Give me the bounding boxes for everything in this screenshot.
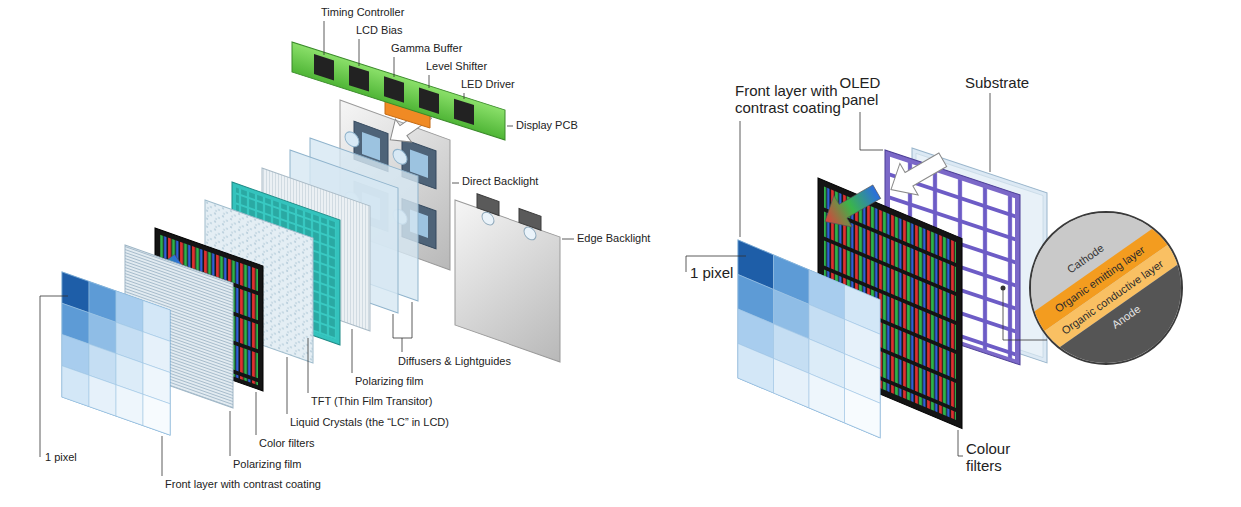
display-pcb [292, 42, 505, 140]
leader-lines [308, 338, 309, 393]
display-pcb [454, 99, 474, 125]
display-pcb [384, 76, 404, 102]
leader-lines [394, 57, 395, 77]
front-layer-panel [774, 358, 810, 407]
oled-light-arrow [882, 144, 952, 205]
leader-lines [740, 121, 741, 237]
leader-lines [990, 93, 991, 172]
display-pcb [292, 42, 505, 140]
front-layer-panel [62, 272, 170, 435]
part-label: 1 pixel [45, 451, 77, 464]
display-pcb [419, 88, 439, 114]
front-layer-panel [738, 240, 880, 438]
front-layer-panel [62, 272, 170, 435]
part-label: Display PCB [516, 119, 578, 132]
leader-lines [393, 302, 412, 352]
part-label: Front layer with contrast coating [165, 478, 321, 491]
leader-lines [359, 39, 360, 66]
leader-lines [40, 296, 68, 457]
layer-stack: CathodeOrganic emitting layerOrganic con… [1029, 211, 1183, 365]
edge-backlight [455, 186, 560, 362]
leader-lines [452, 183, 459, 184]
leader-lines [860, 112, 883, 150]
part-label: Front layer with contrast coating [735, 82, 870, 117]
front-layer-panel [738, 240, 880, 438]
front-layer-panel [62, 366, 89, 407]
leader-lines [287, 357, 288, 414]
layer-callout-circle: CathodeOrganic emitting layerOrganic con… [1029, 211, 1183, 365]
part-label: Diffusers & Lightguides [398, 355, 511, 368]
leader-lines [324, 21, 325, 55]
leader-lines [162, 436, 163, 476]
part-label: 1 pixel [690, 264, 733, 281]
part-label: Direct Backlight [462, 175, 538, 188]
leader-dot [1001, 286, 1006, 291]
leader-lines [507, 126, 513, 127]
front-layer-panel [845, 388, 881, 437]
leader-lines [958, 430, 963, 456]
display-pcb [314, 54, 334, 80]
part-label: Color filters [259, 437, 315, 450]
display-pcb [292, 42, 505, 140]
leader-lines [464, 93, 465, 99]
front-layer-panel [62, 272, 170, 435]
part-label: Gamma Buffer [391, 42, 462, 55]
leader-lines [230, 411, 231, 456]
front-layer-panel [89, 375, 116, 416]
part-label: TFT (Thin Film Transitor) [311, 395, 432, 408]
edge-backlight [482, 211, 494, 227]
part-label: Substrate [965, 74, 1029, 91]
leader-lines [429, 75, 430, 88]
part-label: Liquid Crystals (the “LC” in LCD) [290, 416, 449, 429]
part-label: Edge Backlight [577, 232, 650, 245]
part-label: Timing Controller [321, 6, 404, 19]
leader-lines [562, 239, 574, 240]
oled-light-arrow [882, 144, 952, 205]
leader-lines [256, 392, 257, 435]
front-layer-panel [809, 373, 845, 422]
part-label: Level Shifter [426, 60, 487, 73]
edge-backlight [455, 200, 560, 362]
rgb-light-arrow [816, 176, 886, 237]
direct-backlight [393, 147, 407, 166]
display-pcb [349, 65, 369, 91]
front-layer-panel [738, 240, 880, 438]
leader-lines [352, 329, 353, 373]
part-label: Colour filters [966, 440, 1024, 475]
front-layer-panel [738, 344, 774, 393]
rgb-light-arrow [816, 176, 886, 237]
part-label: LED Driver [461, 78, 515, 91]
direct-backlight [362, 132, 380, 161]
part-label: Polarizing film [355, 375, 423, 388]
part-label: Polarizing film [233, 458, 301, 471]
leader-lines [40, 21, 1047, 476]
front-layer-panel [116, 385, 143, 426]
direct-backlight [345, 130, 359, 149]
part-label: LCD Bias [356, 24, 402, 37]
edge-backlight [524, 225, 536, 241]
front-layer-panel [143, 394, 170, 435]
